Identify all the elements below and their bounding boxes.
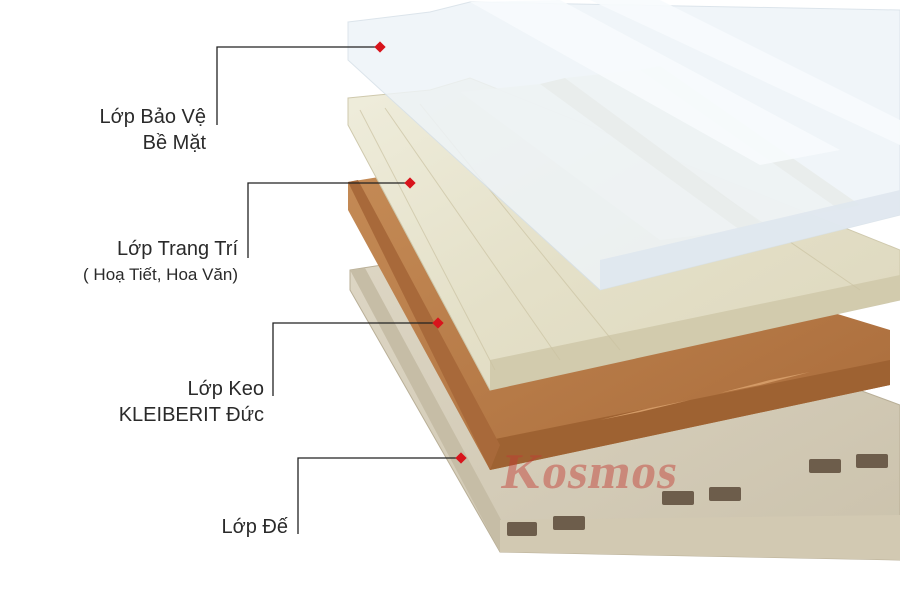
label-base-line1: Lớp Đế bbox=[221, 516, 288, 538]
label-base-layer: Lớp Đế bbox=[222, 514, 288, 540]
label-decor-layer: Lớp Trang Trí ( Hoạ Tiết, Hoa Văn) bbox=[83, 236, 238, 288]
marker-decor bbox=[404, 177, 416, 189]
leader-line-base bbox=[297, 457, 461, 534]
label-decor-line1: Lớp Trang Trí bbox=[117, 238, 238, 260]
label-protect-layer: Lớp Bảo Vệ Bề Mặt bbox=[99, 104, 206, 156]
markers bbox=[374, 41, 467, 464]
label-glue-line2: KLEIBERIT Đức bbox=[118, 404, 264, 426]
leader-line-protect bbox=[216, 46, 380, 125]
leader-line-glue bbox=[272, 322, 438, 396]
marker-protect bbox=[374, 41, 386, 53]
marker-base bbox=[455, 452, 467, 464]
label-protect-line1: Lớp Bảo Vệ bbox=[99, 106, 206, 128]
label-decor-line2: ( Hoạ Tiết, Hoa Văn) bbox=[83, 265, 238, 284]
leader-line-decor bbox=[247, 182, 410, 258]
protect-layer bbox=[347, 0, 900, 291]
brand-watermark: Kosmos bbox=[498, 443, 684, 499]
label-glue-layer: Lớp Keo KLEIBERIT Đức bbox=[119, 376, 264, 428]
label-protect-line2: Bề Mặt bbox=[142, 132, 206, 154]
marker-glue bbox=[432, 317, 444, 329]
label-glue-line1: Lớp Keo bbox=[187, 378, 264, 400]
leader-lines bbox=[216, 46, 461, 534]
